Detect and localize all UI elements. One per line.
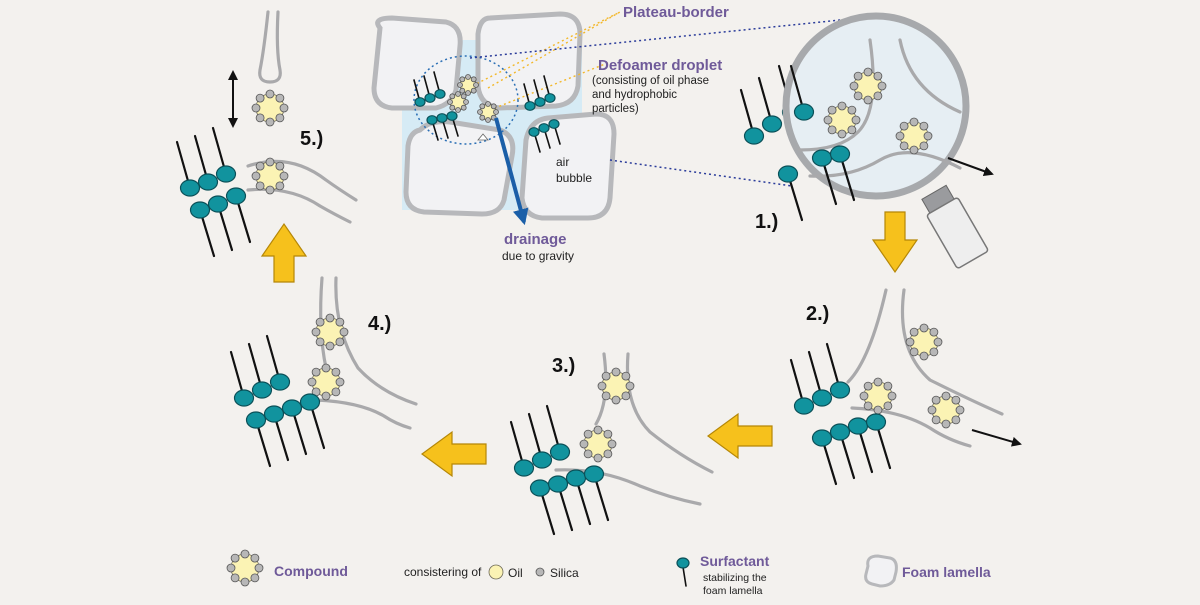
compound	[251, 89, 289, 127]
legend: Compound consistering of Oil Silica Surf…	[226, 549, 991, 597]
compound	[849, 67, 887, 105]
compound	[251, 157, 289, 195]
mini-compound	[447, 91, 469, 113]
compound	[597, 367, 635, 405]
legend-consisting-label: consistering of	[404, 565, 482, 579]
compound	[579, 425, 617, 463]
arrow-step-2-to-3	[706, 412, 773, 460]
drainage-sub-label: due to gravity	[502, 249, 574, 263]
defoamer-sub-line1: (consisting of oil phase	[592, 75, 709, 87]
plateau-border-outline	[413, 55, 519, 145]
legend-surfactant-tail	[682, 566, 687, 587]
droplet-pointer	[489, 61, 611, 111]
stage-3	[509, 352, 714, 536]
foam-bubble-top-right	[475, 11, 583, 111]
plateau-pointer	[487, 11, 621, 89]
plateau-border-label: Plateau-border	[623, 4, 729, 21]
legend-surfactant-sub1: stabilizing the	[703, 572, 767, 584]
compound	[823, 101, 861, 139]
cursor-icon	[477, 133, 489, 141]
magnifier-lens	[782, 12, 970, 200]
legend-silica-label: Silica	[550, 566, 579, 580]
compound	[859, 377, 897, 415]
step-1-label: 1.)	[755, 211, 778, 233]
bubble-label: bubble	[556, 171, 592, 185]
foam-overview	[371, 11, 861, 226]
defoamer-sub-line2: and hydrophobic	[592, 89, 677, 101]
stage-1-magnifier	[739, 12, 994, 269]
zoom-line-top	[469, 17, 861, 59]
legend-surfactant-icon	[676, 557, 690, 569]
air-label: air	[556, 155, 569, 169]
stage-5	[175, 10, 358, 258]
legend-compound-icon	[226, 549, 264, 587]
arrow-step-1-to-2	[871, 211, 919, 274]
step-4-label: 4.)	[368, 313, 391, 335]
legend-oil-label: Oil	[508, 566, 523, 580]
zoom-line-bottom	[609, 159, 793, 187]
drain-arrow	[947, 157, 994, 176]
compound	[311, 313, 349, 351]
legend-oil-icon	[488, 564, 504, 580]
compound	[905, 323, 943, 361]
drainage-label: drainage	[504, 231, 567, 248]
legend-compound-label: Compound	[274, 563, 348, 579]
stage-4	[229, 276, 418, 468]
air-bubble	[519, 111, 617, 221]
defoamer-droplet-label: Defoamer droplet	[598, 57, 722, 74]
legend-surfactant-sub2: foam lamella	[703, 585, 763, 597]
legend-foam-lamella-label: Foam lamella	[902, 564, 991, 580]
mini-compound	[457, 74, 479, 96]
drainage-arrow	[494, 117, 529, 226]
magnifier-handle	[921, 184, 989, 269]
compound	[927, 391, 965, 429]
foam-bubble-top-left	[371, 15, 463, 111]
arrow-step-3-to-4	[420, 430, 487, 478]
defoamer-sub-line3: particles)	[592, 103, 639, 115]
step-5-label: 5.)	[300, 128, 323, 150]
compound	[895, 117, 933, 155]
step-3-label: 3.)	[552, 355, 575, 377]
step-2-label: 2.)	[806, 303, 829, 325]
legend-foam-lamella-icon	[864, 554, 898, 588]
foam-bubble-bottom-left	[403, 119, 516, 217]
stage-2	[789, 288, 1022, 486]
legend-surfactant-label: Surfactant	[700, 553, 770, 569]
arrow-step-4-to-5	[260, 222, 308, 283]
drain-arrow	[971, 429, 1022, 447]
legend-silica-icon	[535, 567, 545, 577]
